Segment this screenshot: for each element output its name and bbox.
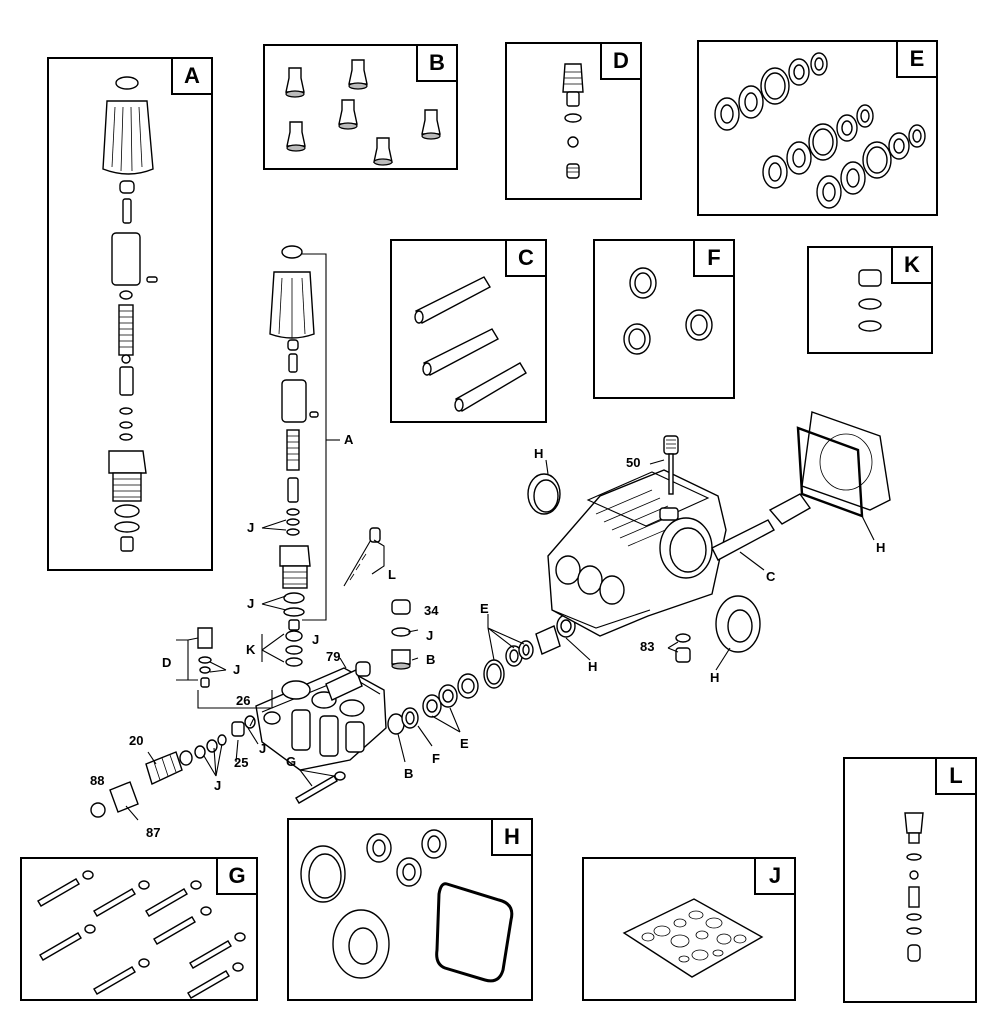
callout-j-6: J — [259, 741, 267, 756]
kit-c-parts — [414, 276, 527, 412]
kit-tag-a: A — [171, 59, 211, 95]
callout-h-4: H — [710, 670, 720, 685]
kit-a-parts — [102, 76, 158, 552]
kit-box-k: K — [807, 246, 933, 354]
callout-j-5: J — [233, 662, 241, 677]
callout-j-1: J — [247, 520, 255, 535]
callout-26: 26 — [236, 693, 251, 708]
callout-h-3: H — [876, 540, 886, 555]
seal-ring-icon — [623, 267, 713, 355]
callout-a: A — [344, 432, 354, 447]
callout-c: C — [766, 569, 776, 584]
kit-h-parts — [300, 829, 514, 983]
rear-cover — [796, 411, 891, 518]
kit-tag-e: E — [896, 42, 936, 78]
kit-l-parts — [904, 812, 924, 962]
kit-tag-f: F — [693, 241, 733, 277]
callout-j-4: J — [312, 632, 320, 647]
kit-k-parts — [858, 269, 882, 332]
kit-box-g: G — [20, 857, 258, 1001]
kit-tag-k: K — [891, 248, 931, 284]
callout-e-1: E — [480, 601, 489, 616]
kit-box-h: H — [287, 818, 533, 1001]
callout-b-2: B — [404, 766, 414, 781]
callout-79: 79 — [326, 649, 341, 664]
kit-box-j: J — [582, 857, 796, 1001]
callout-88: 88 — [90, 773, 105, 788]
callout-j-3: J — [426, 628, 434, 643]
crankcase — [527, 435, 812, 663]
o-ring-sheet-icon — [641, 910, 747, 963]
kit-b-parts — [285, 59, 441, 166]
callout-j-7: J — [214, 778, 222, 793]
kit-tag-d: D — [600, 44, 640, 80]
callout-87: 87 — [146, 825, 161, 840]
kit-e-parts — [714, 52, 926, 209]
kit-j-parts — [622, 898, 764, 978]
callout-d: D — [162, 655, 172, 670]
callout-50: 50 — [626, 455, 641, 470]
kit-box-a: A — [47, 57, 213, 571]
callout-h-1: H — [588, 659, 598, 674]
callout-34: 34 — [424, 603, 439, 618]
kit-g-parts — [37, 870, 246, 999]
kit-box-e: E — [697, 40, 938, 216]
inlet-fittings — [90, 627, 346, 818]
kit-box-d: D — [505, 42, 642, 200]
kit-f-parts — [623, 267, 713, 355]
unloader-valve — [269, 245, 319, 667]
callout-k: K — [246, 642, 256, 657]
nozzle-valve-icon — [285, 59, 441, 166]
kit-tag-b: B — [416, 46, 456, 82]
plunger-rod-icon — [414, 276, 527, 412]
kit-tag-l: L — [935, 759, 975, 795]
kit-box-c: C — [390, 239, 547, 423]
callout-j-2: J — [247, 596, 255, 611]
kit-tag-h: H — [491, 820, 531, 856]
callout-e-2: E — [460, 736, 469, 751]
seal-chain — [387, 614, 576, 735]
bolt-icon — [37, 870, 246, 999]
kit-tag-c: C — [505, 241, 545, 277]
kit-box-l: L — [843, 757, 977, 1003]
seal-ring-icon — [714, 52, 926, 209]
callout-20: 20 — [129, 733, 144, 748]
callout-f: F — [432, 751, 440, 766]
kit-box-f: F — [593, 239, 735, 399]
kit-tag-g: G — [216, 859, 256, 895]
callout-l: L — [388, 567, 396, 582]
callout-83: 83 — [640, 639, 655, 654]
kit-tag-j: J — [754, 859, 794, 895]
pump-manifold — [255, 667, 387, 771]
bypass-and-plug — [325, 527, 411, 701]
callout-g: G — [286, 754, 297, 769]
kit-box-b: B — [263, 44, 458, 170]
callout-b-1: B — [426, 652, 436, 667]
kit-d-parts — [562, 63, 584, 179]
callout-25: 25 — [234, 755, 249, 770]
callout-h-2: H — [534, 446, 544, 461]
